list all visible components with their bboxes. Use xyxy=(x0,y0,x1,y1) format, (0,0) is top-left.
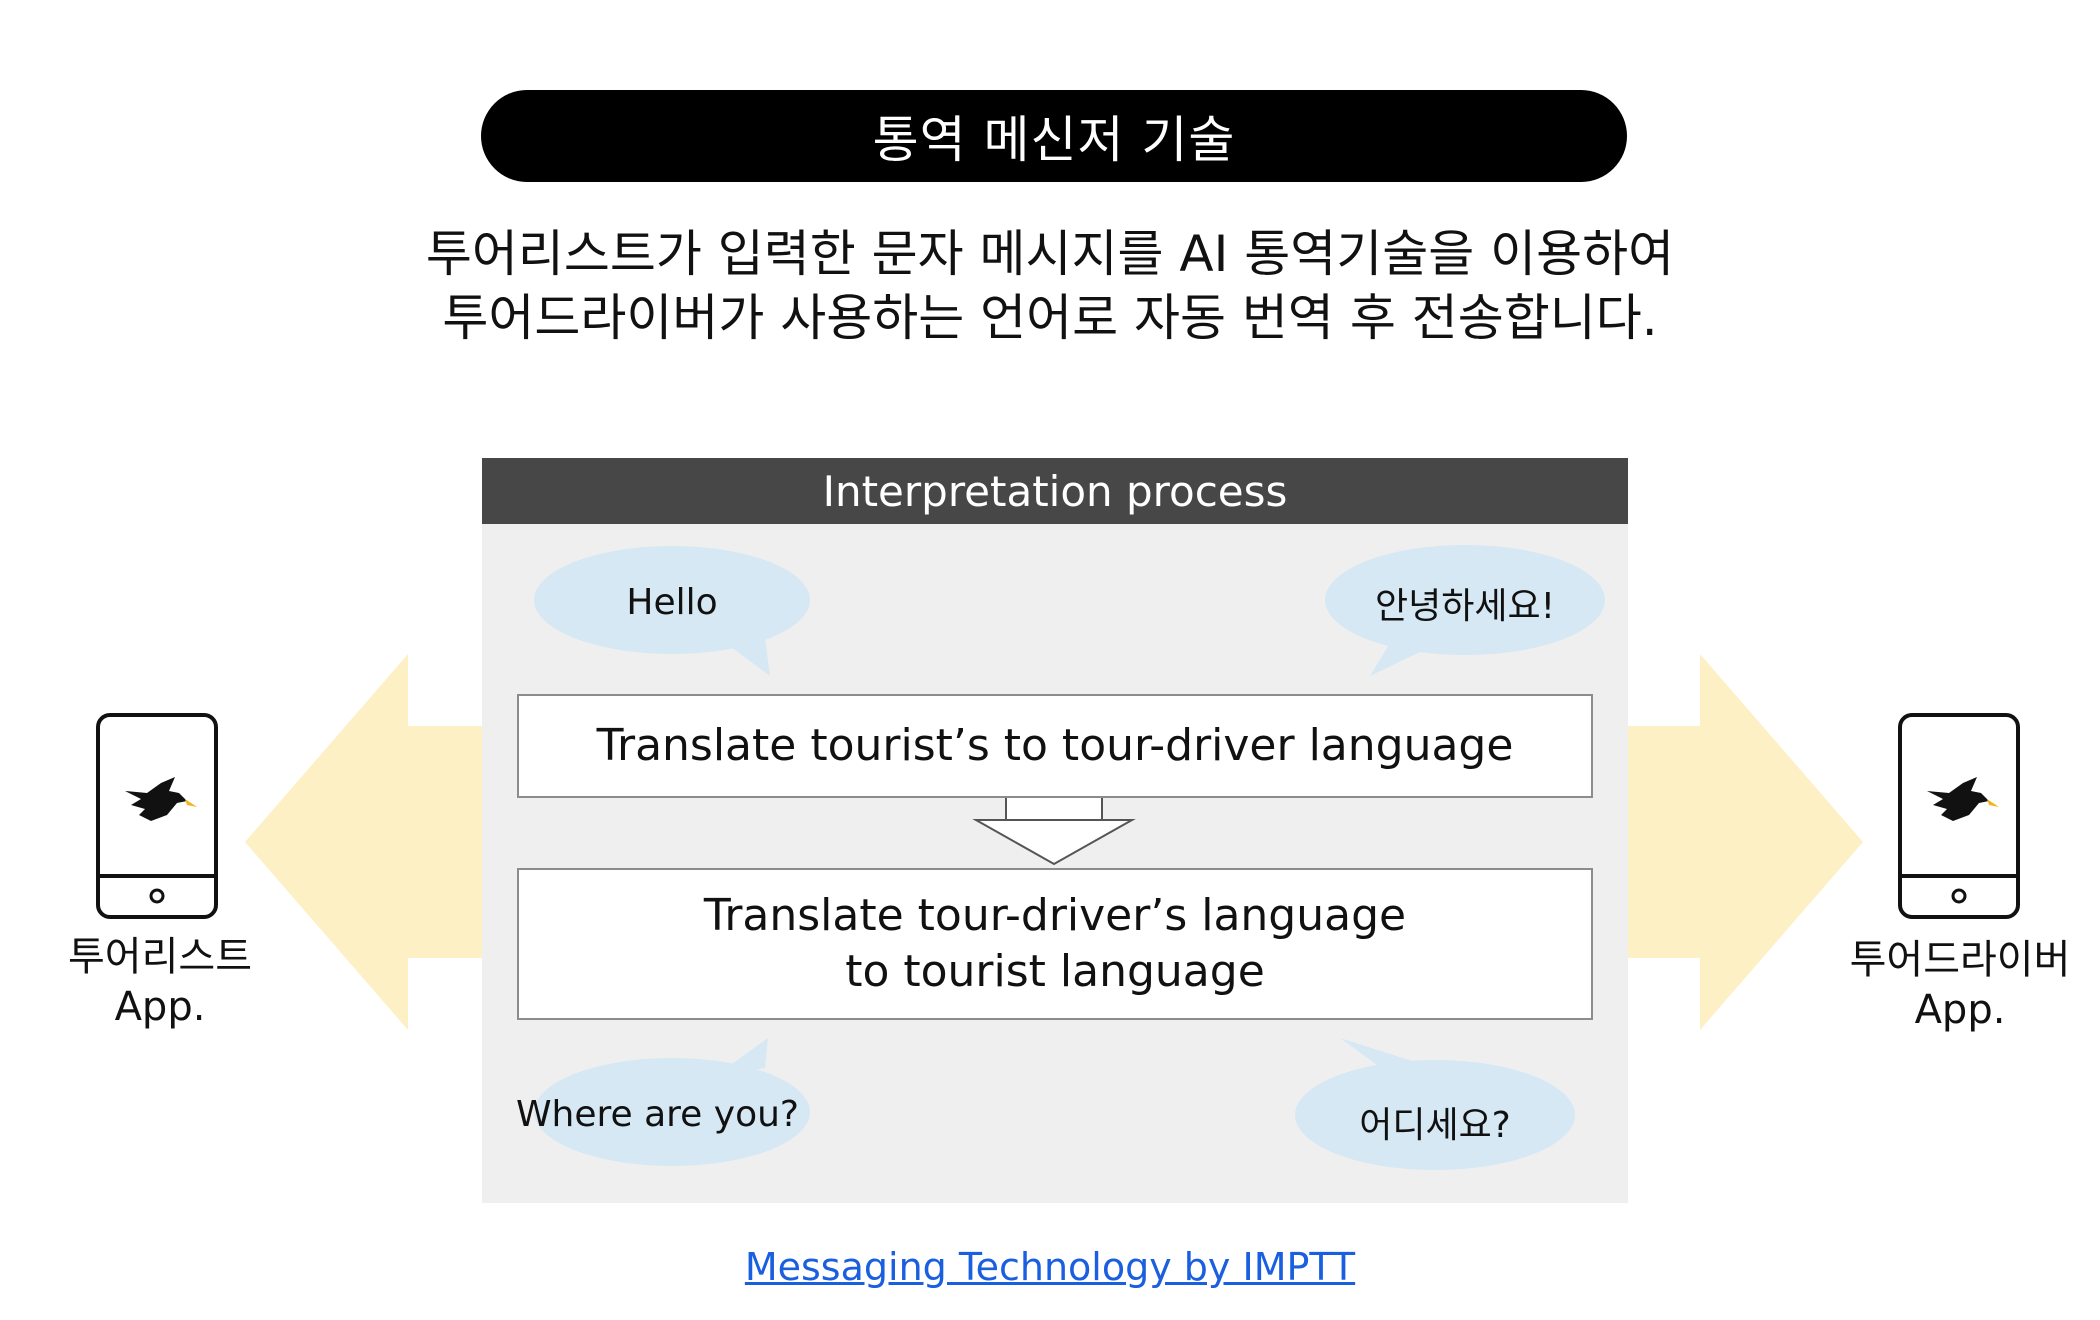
step-box-translate-tourist: Translate tourist’s to tour-driver langu… xyxy=(517,694,1593,798)
tourist-app-label-line-1: 투어리스트 xyxy=(68,934,252,980)
page-title: 통역 메신저 기술 xyxy=(872,111,1236,169)
step-1-text: Translate tourist’s to tour-driver langu… xyxy=(596,720,1514,771)
step-2-text-line-2: to tourist language xyxy=(845,946,1265,997)
bubble-text-hello: Hello xyxy=(626,582,718,623)
speech-bubble-hello xyxy=(534,546,810,676)
speech-bubble-where xyxy=(534,1038,810,1166)
speech-bubble-annyeong xyxy=(1325,545,1605,676)
tourist-app-label: 투어리스트 App. xyxy=(30,932,290,1032)
description: 투어리스트가 입력한 문자 메시지를 AI 통역기술을 이용하여 투어드라이버가… xyxy=(200,222,1900,350)
tourist-app-label-line-2: App. xyxy=(114,984,206,1030)
tourist-phone-icon xyxy=(96,713,218,919)
bird-logo-icon xyxy=(125,777,197,821)
footer-link[interactable]: Messaging Technology by IMPTT xyxy=(744,1245,1356,1289)
bubble-text-where: Where are you? xyxy=(515,1094,800,1135)
driver-app-label-line-2: App. xyxy=(1914,987,2006,1033)
left-arrow xyxy=(245,654,482,1030)
description-line-1: 투어리스트가 입력한 문자 메시지를 AI 통역기술을 이용하여 xyxy=(425,225,1675,283)
driver-app-label-line-1: 투어드라이버 xyxy=(1849,937,2071,983)
step-2-text-line-1: Translate tour-driver’s language xyxy=(703,890,1407,941)
driver-phone-icon xyxy=(1898,713,2020,919)
bubble-text-annyeong: 안녕하세요! xyxy=(1374,586,1556,627)
bird-logo-icon xyxy=(1927,777,1999,821)
driver-app-label: 투어드라이버 App. xyxy=(1830,935,2090,1035)
panel-title: Interpretation process xyxy=(822,466,1288,516)
panel-header: Interpretation process xyxy=(482,458,1628,524)
bubble-text-eodiseyo: 어디세요? xyxy=(1359,1105,1511,1146)
title-banner: 통역 메신저 기술 xyxy=(481,90,1627,182)
description-line-2: 투어드라이버가 사용하는 언어로 자동 번역 후 전송합니다. xyxy=(442,289,1658,347)
right-arrow xyxy=(1628,654,1863,1030)
step-box-translate-driver: Translate tour-driver’s language to tour… xyxy=(517,868,1593,1020)
down-arrow xyxy=(972,796,1136,866)
speech-bubble-eodiseyo xyxy=(1295,1038,1575,1170)
